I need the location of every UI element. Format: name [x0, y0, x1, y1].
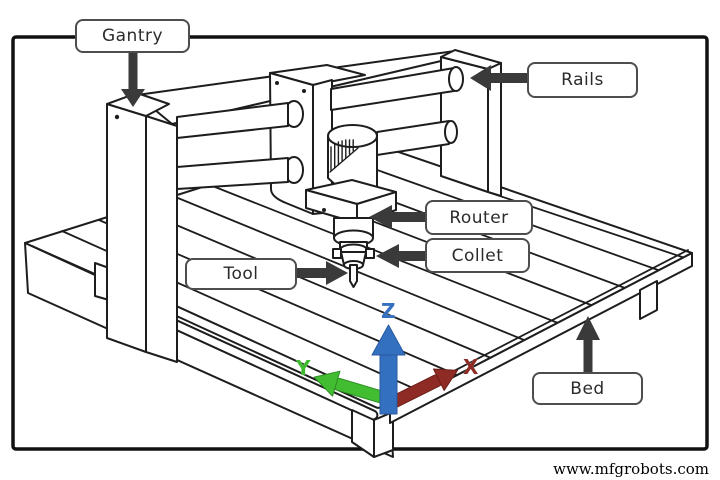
- label-collet-text: Collet: [451, 245, 504, 266]
- label-bed-text: Bed: [570, 378, 605, 399]
- axis-x-arrow: [391, 368, 459, 408]
- label-bed: Bed: [532, 372, 643, 405]
- rails-pointer-arrow: [470, 65, 528, 91]
- label-rails-text: Rails: [561, 70, 604, 90]
- border-frame: [11, 35, 709, 451]
- axis-z-label: Z: [381, 299, 396, 323]
- label-router: Router: [425, 200, 533, 235]
- gantry-pointer-arrow: [121, 51, 145, 107]
- bed-leg: [373, 411, 394, 458]
- label-rails: Rails: [527, 62, 638, 98]
- label-collet: Collet: [425, 238, 530, 273]
- motor-ribs: [329, 139, 359, 173]
- bed-leg: [639, 280, 658, 320]
- axis-z-arrow: [371, 324, 406, 415]
- label-router-text: Router: [449, 207, 509, 228]
- router-pointer-arrow: [369, 205, 426, 229]
- cnc-x-rails: [176, 66, 464, 190]
- label-gantry-text: Gantry: [101, 26, 164, 46]
- collet-pointer-arrow: [376, 244, 426, 268]
- cnc-tool-bit: [349, 264, 358, 288]
- label-tool-text: Tool: [223, 264, 259, 284]
- cnc-gantry-column-left: [106, 92, 178, 363]
- tool-pointer-arrow: [297, 261, 348, 285]
- label-gantry: Gantry: [75, 19, 190, 53]
- watermark-text: www.mfgrobots.com: [553, 460, 709, 478]
- bed-pointer-arrow: [576, 316, 600, 373]
- router-mount: [356, 191, 397, 224]
- cnc-router-spindle: [305, 124, 397, 257]
- axis-y-label: Y: [296, 356, 311, 380]
- axis-x-label: X: [463, 355, 479, 379]
- label-tool: Tool: [185, 258, 297, 290]
